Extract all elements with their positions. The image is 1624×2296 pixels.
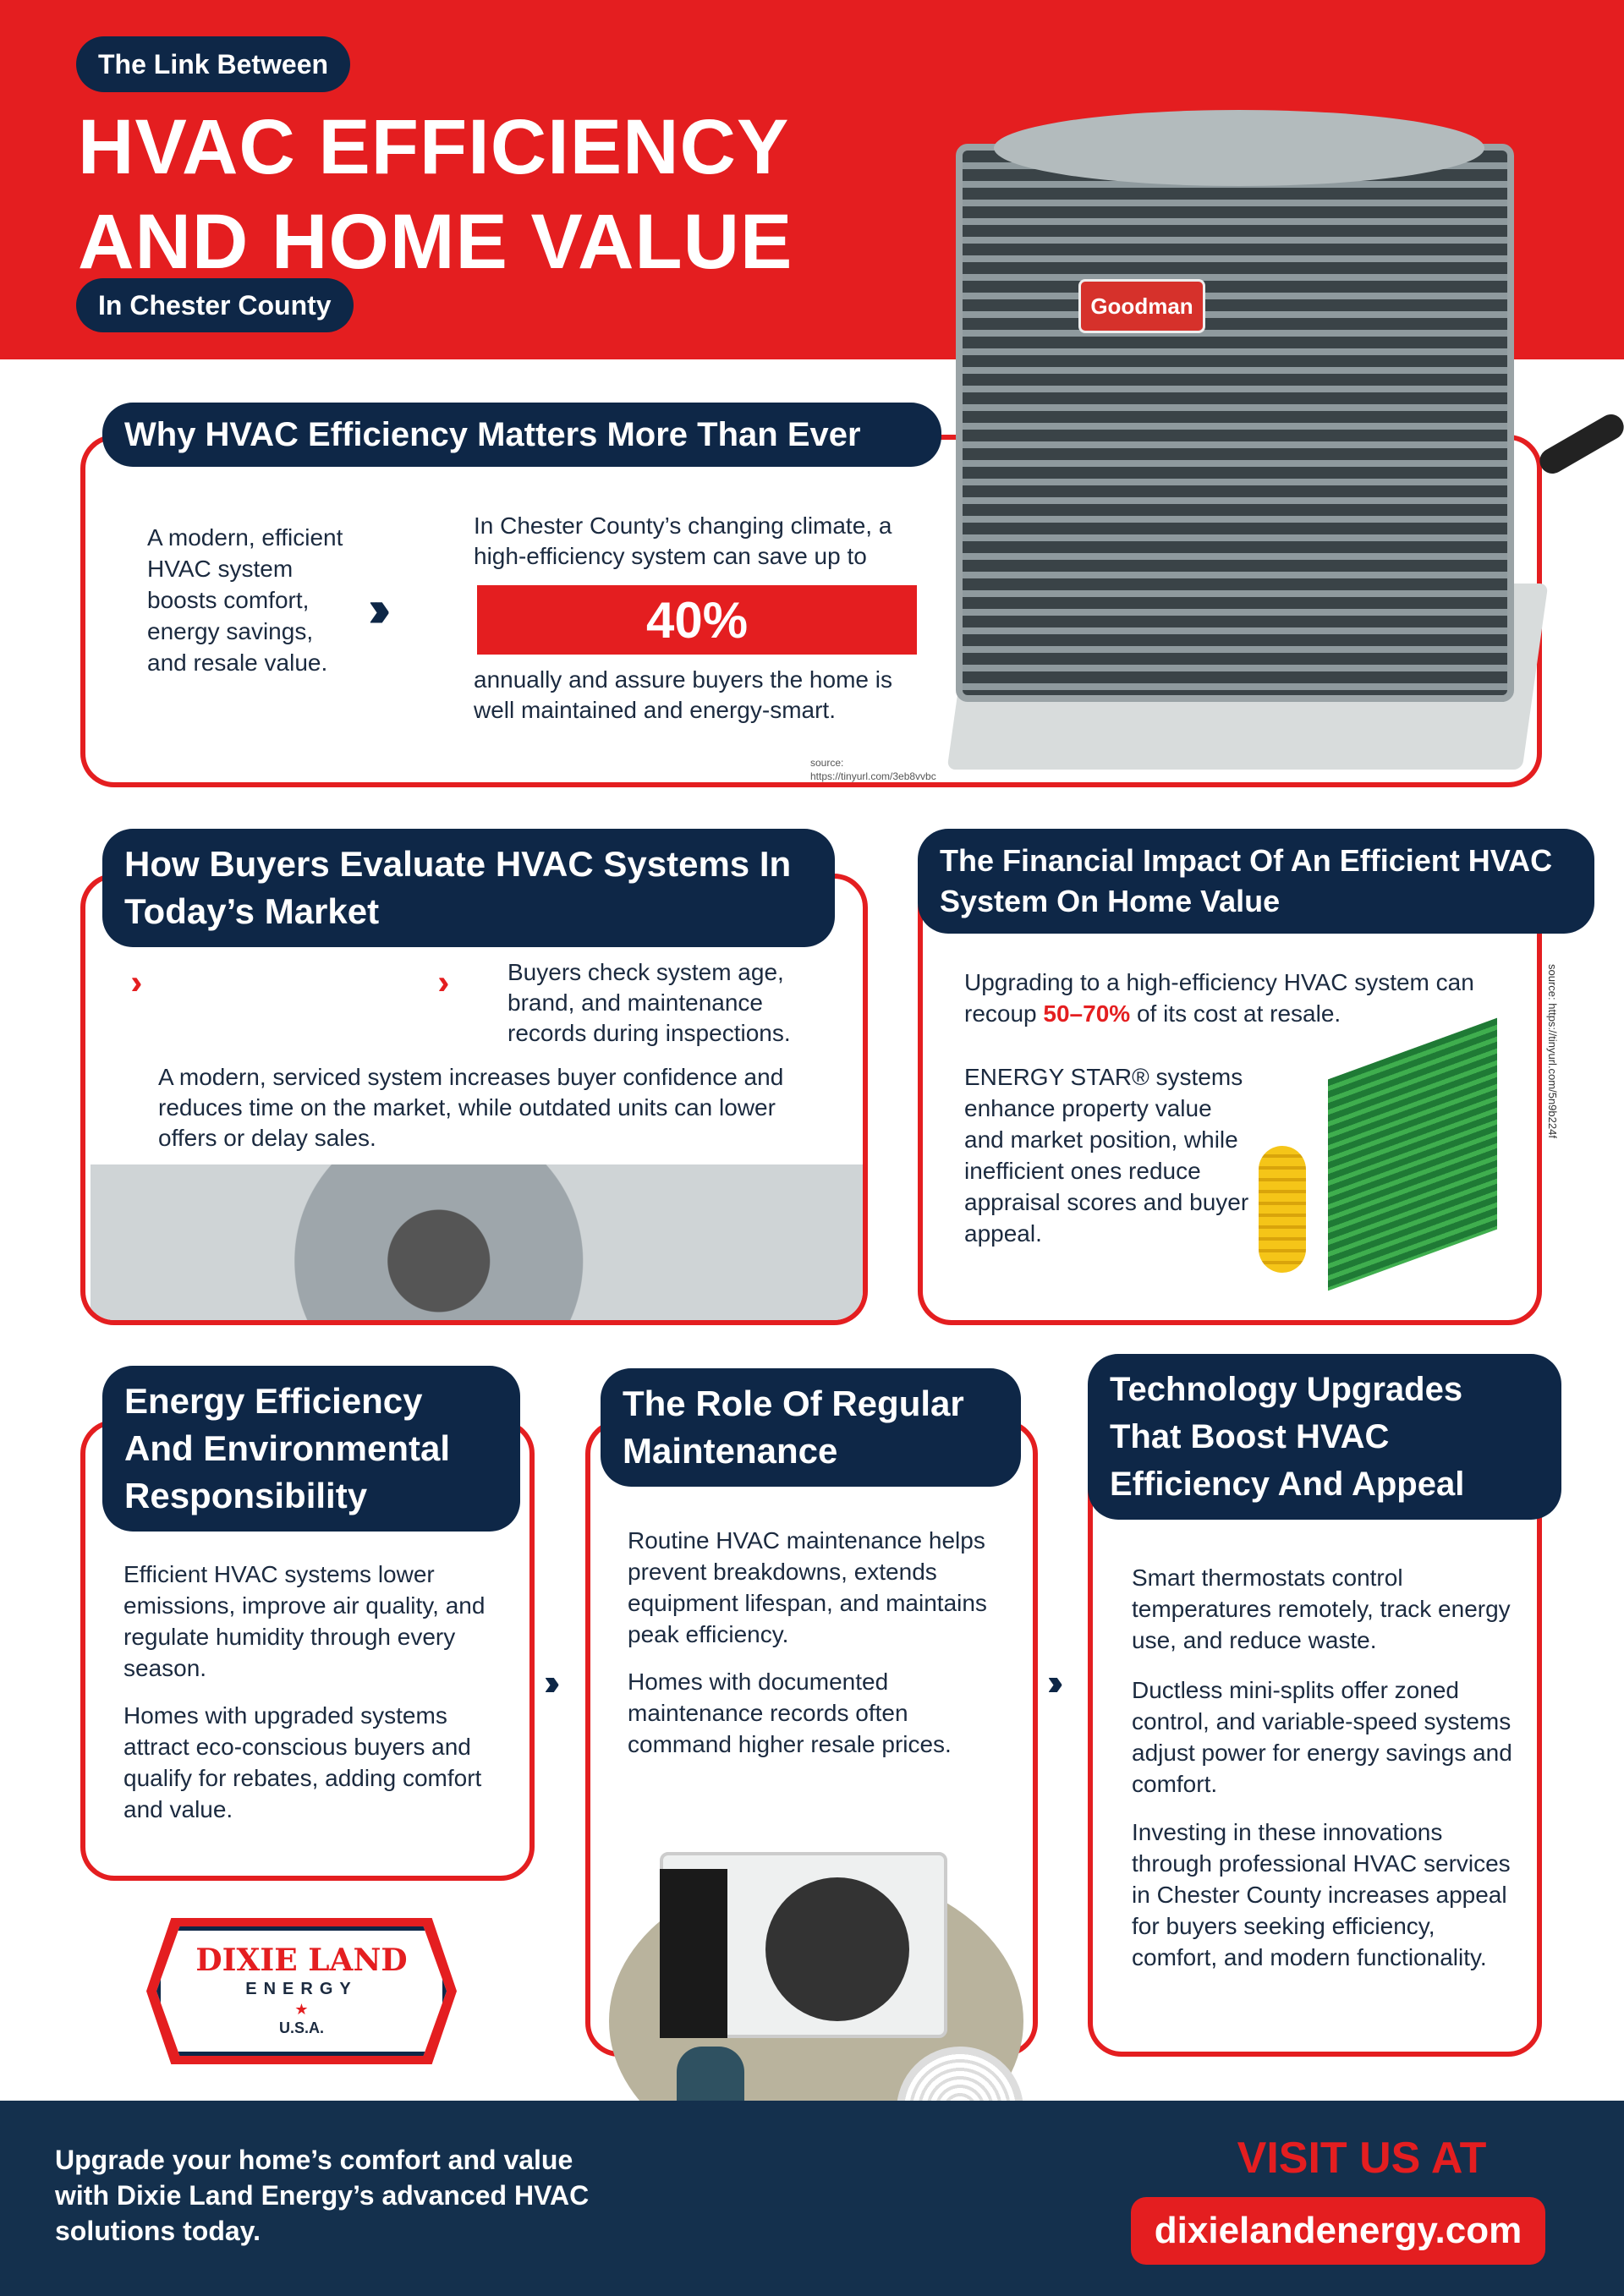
section6-p2: Ductless mini-splits offer zoned control… <box>1132 1677 1512 1797</box>
page-title: HVAC EFFICIENCY AND HOME VALUE <box>78 100 793 289</box>
double-chevron-icon: ›› <box>544 1662 561 1703</box>
logo-line1: DIXIE LAND <box>195 1943 408 1978</box>
section6-heading: Technology Upgrades That Boost HVAC Effi… <box>1088 1354 1561 1520</box>
section5-heading: The Role Of Regular Maintenance <box>601 1368 1021 1487</box>
dixie-land-logo: DIXIE LAND ENERGY ★ U.S.A. <box>146 1918 457 2064</box>
section2-point: Buyers check system age, brand, and main… <box>508 959 791 1046</box>
ac-unit-image: Goodman <box>946 110 1624 786</box>
section5-p1: Routine HVAC maintenance helps prevent b… <box>628 1527 987 1647</box>
section2-body: A modern, serviced system increases buye… <box>158 1064 784 1151</box>
fan-image <box>91 1164 863 1320</box>
section4-heading: Energy Efficiency And Environmental Resp… <box>102 1366 520 1532</box>
double-chevron-icon: ›› <box>1047 1662 1064 1703</box>
footer-cta: VISIT US AT <box>1237 2134 1487 2183</box>
section4-p1: Efficient HVAC systems lower emissions, … <box>123 1561 486 1681</box>
logo-line2: ENERGY <box>245 1980 358 1998</box>
title-line-1: HVAC EFFICIENCY <box>78 104 790 190</box>
p1-text: Upgrading to a high-efficiency HVAC syst… <box>964 969 1474 1027</box>
logo-line3: U.S.A. <box>278 2019 324 2036</box>
section3-p1: Upgrading to a high-efficiency HVAC syst… <box>964 967 1506 1029</box>
brand-badge: Goodman <box>1078 279 1205 333</box>
source-label: source: <box>810 757 844 769</box>
section6-p1: Smart thermostats control temperatures r… <box>1132 1564 1511 1653</box>
section3-heading: The Financial Impact Of An Efficient HVA… <box>918 829 1594 934</box>
section1-intro: In Chester County’s changing climate, a … <box>474 512 892 569</box>
recoup-highlight: 50–70% <box>1043 1000 1131 1027</box>
source-url: https://tinyurl.com/3eb8vvbc <box>810 770 936 782</box>
section1-outro: annually and assure buyers the home is w… <box>474 666 892 723</box>
section1-left-text: A modern, efficient HVAC system boosts c… <box>147 524 343 676</box>
section4-p2: Homes with upgraded systems attract eco-… <box>123 1702 482 1822</box>
location-pill: In Chester County <box>76 278 354 332</box>
card-buyers-evaluate <box>80 874 868 1325</box>
coin-stack-icon <box>1259 1146 1306 1273</box>
section5-p2: Homes with documented maintenance record… <box>628 1669 952 1757</box>
star-icon: ★ <box>294 2001 309 2018</box>
section2-heading: How Buyers Evaluate HVAC Systems In Toda… <box>102 829 835 947</box>
stat-40-percent: 40% <box>477 585 917 655</box>
footer-tagline: Upgrade your home’s comfort and value wi… <box>55 2145 590 2246</box>
title-line-2: AND HOME VALUE <box>78 199 793 285</box>
p1-text-end: of its cost at resale. <box>1130 1000 1341 1027</box>
section3-source: source: https://tinyurl.com/5n9b224f <box>1546 964 1559 1138</box>
eyebrow-pill: The Link Between <box>76 36 351 92</box>
section3-p2: ENERGY STAR® systems enhance property va… <box>964 1064 1249 1247</box>
website-link[interactable]: dixielandenergy.com <box>1131 2197 1545 2265</box>
card-technology <box>1088 1420 1542 2057</box>
double-chevron-icon: ›› <box>368 580 392 638</box>
section1-heading: Why HVAC Efficiency Matters More Than Ev… <box>102 403 941 467</box>
section1-source: source:https://tinyurl.com/3eb8vvbc <box>810 756 936 783</box>
section6-p3: Investing in these innovations through p… <box>1132 1819 1511 1970</box>
